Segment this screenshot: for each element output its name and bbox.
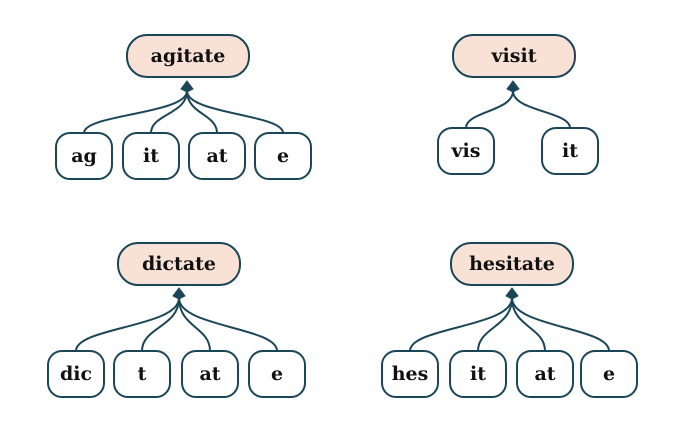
arrowhead [180,80,194,93]
part-box [437,127,495,175]
part-node: vis [437,127,495,175]
arrowhead [506,80,520,93]
part-box [113,350,171,398]
part-box [181,350,239,398]
part-label: vis [451,140,481,162]
connector-line [512,90,571,129]
part-label: e [277,145,289,167]
connector-line [141,297,180,352]
part-label: t [138,363,147,385]
root-label: dictate [142,253,216,275]
part-node: it [541,127,599,175]
connector-line [186,90,284,134]
tree-hesitate: hesitate hes it at e [381,242,638,398]
connectors [409,297,610,352]
part-box [541,127,599,175]
part-node: e [580,350,638,398]
part-box [580,350,638,398]
root-node: visit [452,34,576,78]
part-box [122,132,180,180]
part-label: ag [71,145,97,167]
parts: ag it at e [55,132,312,180]
connector-line [178,297,211,352]
part-node: dic [47,350,105,398]
root-label: hesitate [469,253,555,275]
part-box [188,132,246,180]
connector-line [83,90,188,134]
connector-line [409,297,513,352]
root-label: agitate [151,45,226,67]
part-node: e [248,350,306,398]
part-label: e [271,363,283,385]
connector-line [150,90,188,134]
part-node: hes [381,350,439,398]
part-label: hes [392,363,429,385]
root-box [117,242,241,286]
arrowhead [172,287,186,300]
connectors [83,90,284,134]
root-box [450,242,574,286]
connector-line [178,297,278,352]
part-box [254,132,312,180]
part-label: it [143,145,159,167]
part-node: it [122,132,180,180]
tree-dictate: dictate dic t at e [47,242,306,398]
part-node: at [516,350,574,398]
part-node: it [449,350,507,398]
part-box [55,132,113,180]
connector-line [465,90,514,129]
part-node: t [113,350,171,398]
parts: vis it [437,127,599,175]
part-label: it [562,140,578,162]
root-node: dictate [117,242,241,286]
part-label: at [206,145,227,167]
root-box [126,34,250,78]
connector-line [511,297,546,352]
parts: hes it at e [381,350,638,398]
part-box [449,350,507,398]
part-label: dic [60,363,92,385]
root-node: hesitate [450,242,574,286]
part-node: at [188,132,246,180]
part-label: at [199,363,220,385]
parts: dic t at e [47,350,306,398]
root-label: visit [491,45,537,67]
part-label: e [603,363,615,385]
part-node: at [181,350,239,398]
connectors [75,297,278,352]
arrowhead [505,287,519,300]
part-node: ag [55,132,113,180]
connector-line [186,90,218,134]
part-box [516,350,574,398]
part-node: e [254,132,312,180]
part-box [381,350,439,398]
root-node: agitate [126,34,250,78]
part-label: it [470,363,486,385]
connectors [465,90,571,129]
connector-line [75,297,180,352]
tree-visit: visit vis it [437,34,599,175]
root-box [452,34,576,78]
part-box [47,350,105,398]
connector-line [477,297,513,352]
part-label: at [534,363,555,385]
connector-line [511,297,610,352]
part-box [248,350,306,398]
tree-agitate: agitate ag it at e [55,34,312,180]
